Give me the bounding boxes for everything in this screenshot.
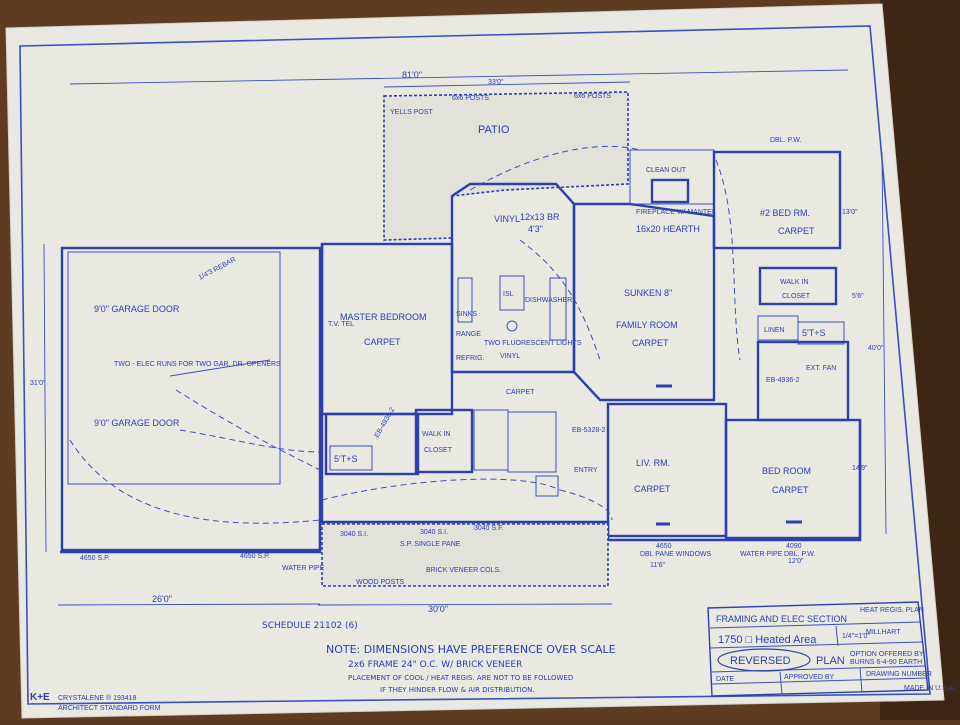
two-lights-label: TWO FLUORESCENT LIGHTS [484,340,582,347]
note-dimensions: NOTE: DIMENSIONS HAVE PREFERENCE OVER SC… [326,643,616,656]
sheet-border [19,25,931,705]
kitchen-size-label: 12x13 BR [520,212,560,222]
walk-in-left: WALK IN [422,431,451,438]
water-pipe-label-2: WATER PIPE [740,551,783,558]
kitchen-size-label2: 4'3" [528,224,543,234]
sinks-label: SINKS [456,311,477,318]
liv-rm-label: LIV. RM. [636,458,670,468]
door-bell-label: DBL. P.W. [770,137,801,144]
dim-right-seg-b: 5'6" [852,293,864,300]
exit-fan-label: EXT. FAN [806,365,836,372]
bedroom-label: BED ROOM [762,466,811,476]
title-block-subtitle: HEAT REGIS. PLAN [860,607,924,614]
eb-code-c: EB-5328-2 [572,427,606,434]
reversed-stamp: REVERSED [730,655,791,667]
hall-carpet-label: CARPET [506,389,535,396]
garage-door-top-label: 9'0" GARAGE DOOR [94,304,180,314]
master-carpet-label: CARPET [364,337,401,347]
walk-in-right: WALK IN [780,279,809,286]
bedroom-2: #2 BED RM. CARPET WALK IN CLOSET LINEN 5… [712,150,850,422]
tv-tel-label: T.V. TEL [328,321,354,328]
family-room: CLEAN OUT FIREPLACE W/ MANTEL 16x20 HEAR… [572,149,716,402]
front-porch: 3040 S.I. 3040 S.I. 3040 S.F. S.P. SINGL… [321,523,609,587]
vinyl2-label: VINYL [500,353,520,360]
title-block-title: FRAMING AND ELEC SECTION [716,614,847,624]
dim-top-inner: 33'0" [488,79,504,86]
garage-door-bottom-label: 9'0" GARAGE DOOR [94,418,180,428]
entry-area: ENTRY EB-5328-2 [473,409,606,497]
window-4650-label: 4650 S.P. [80,555,110,562]
posts-label-a: 6x6 POSTS [452,95,489,102]
dim-bottom-right-a: 11'6" [650,562,665,569]
linen-label: LINEN [764,327,785,334]
island-label: ISL [503,291,514,298]
heated-area-label: 1750 □ Heated Area [718,634,817,646]
note-placement: PLACEMENT OF COOL / HEAT REGIS. ARE NOT … [348,674,573,682]
family-room-label: FAMILY ROOM [616,320,678,330]
closet-right: CLOSET [782,293,811,300]
dishwasher-label: DISHWASHER [525,297,572,304]
window-4090-label: 4090 [786,543,802,550]
entry-label: ENTRY [574,467,598,474]
refrig-label: REFRIG. [456,355,484,362]
window-4650b-label: 4650 S.P. [240,553,270,560]
porch-slab-label: S.P. SINGLE PANE [400,541,461,548]
sunken-label: SUNKEN 8" [624,288,672,298]
date-label: DATE [716,676,734,683]
made-in-usa: MADE IN U.S.A. [904,685,955,692]
window-3040c: 3040 S.F. [474,525,504,532]
option-label-2: BURNS 6-4-90 EARTH [850,659,922,666]
porch-cols-label: BRICK VENEER COLS. [426,567,501,574]
dim-bottom-center: 30'0" [428,604,448,614]
schedule-note: SCHEDULE 21102 (6) [262,621,358,631]
dim-right-height: 40'0" [868,345,884,352]
dbl-pw-label: DBL. P.W. [784,551,815,558]
dim-left-height: 31'0" [30,380,46,387]
wood-posts-label: WOOD POSTS [356,579,405,586]
clean-out-label: CLEAN OUT [646,167,687,174]
water-pipe-label: WATER PIPE [282,565,325,572]
bedroom-carpet-label: CARPET [772,485,809,495]
drawing-number-label: DRAWING NUMBER [866,671,932,678]
plan-label: PLAN [816,655,845,667]
dim-overall-width: 81'0" [402,70,422,80]
tub-left-label: 5'T+S [334,454,357,464]
brand-logo: K+E [30,692,50,703]
scale-label: 1/4"=1'0" [842,633,870,640]
tub-right-label: 5'T+S [802,328,825,338]
option-label: OPTION OFFERED BY [850,651,924,658]
hearth-label: 16x20 HEARTH [636,224,700,234]
liv-carpet-label: CARPET [634,484,671,494]
patio-label: PATIO [478,124,510,136]
range-label: RANGE [456,331,481,338]
master-bedroom-label: MASTER BEDROOM [340,312,427,322]
fireplace-label: FIREPLACE W/ MANTEL [636,209,716,216]
approved-label: APPROVED BY [784,674,835,681]
title-block: FRAMING AND ELEC SECTION HEAT REGIS. PLA… [707,601,955,697]
garage-note: TWO - ELEC RUNS FOR TWO GAR. DR. OPENERS [114,361,281,368]
closet-left: CLOSET [424,447,453,454]
posts-label-b: 6x6 POSTS [574,93,611,100]
note-hinder: IF THEY HINDER FLOW & AIR DISTRIBUTION. [380,686,535,694]
patio: PATIO YELLS POST 6x6 POSTS 6x6 POSTS [383,91,629,241]
eb-code-b: EB-4936-2 [766,377,800,384]
dim-right-seg-a: 13'0" [842,209,858,216]
kitchen-vinyl-label: VINYL [494,214,520,224]
bedroom2-carpet: CARPET [778,226,815,236]
family-carpet-label: CARPET [632,338,669,348]
dbl-pane-label: DBL PANE WINDOWS [640,551,712,558]
dim-bottom-left: 26'0" [152,594,172,604]
bell-post-label: YELLS POST [390,109,434,116]
engineer-label: MILLHART [866,629,901,636]
window-3040b: 3040 S.I. [420,529,448,536]
brand-line: CRYSTALENE ® 193418 [58,694,137,702]
bedroom2-label: #2 BED RM. [760,208,810,218]
window-4650c-label: 4650 [656,543,672,550]
window-3040a: 3040 S.I. [340,531,368,538]
brand-line-2: ARCHITECT STANDARD FORM [58,705,161,712]
dim-bottom-right-b: 12'0" [788,558,804,565]
note-frame: 2x6 FRAME 24" O.C. W/ BRICK VENEER [348,660,522,670]
